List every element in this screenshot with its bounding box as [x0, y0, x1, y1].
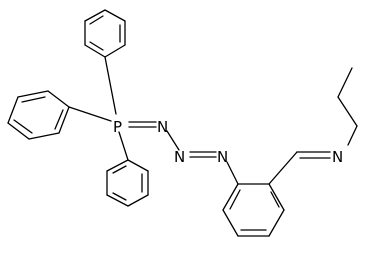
bond-n-aryl: [226, 161, 239, 185]
benzene-ring-aryl: [222, 183, 285, 237]
bond-p-phenyl-top: [104, 56, 117, 115]
bond-p-phenyl-bottom: [118, 131, 129, 161]
phenyl-ring-bottom: [106, 159, 149, 207]
bond-n-n-double: [189, 151, 217, 158]
triazene-middle-nitrogen-label: N: [174, 148, 185, 166]
bond-n-n-single: [166, 130, 180, 151]
bond-p-n-double: [128, 121, 157, 128]
triazene-terminal-nitrogen-label: N: [217, 148, 228, 166]
bond-p-phenyl-left: [68, 106, 112, 122]
ylide-nitrogen-label: N: [157, 118, 168, 136]
phosphorus-label: P: [113, 118, 122, 136]
bond-c-n-imine-double: [296, 151, 331, 159]
phenyl-ring-top: [84, 9, 126, 58]
imine-nitrogen-label: N: [332, 148, 343, 166]
propyl-chain: [337, 67, 358, 146]
bond-aryl-imine-carbon: [268, 151, 298, 185]
phenyl-ring-left: [7, 90, 70, 140]
